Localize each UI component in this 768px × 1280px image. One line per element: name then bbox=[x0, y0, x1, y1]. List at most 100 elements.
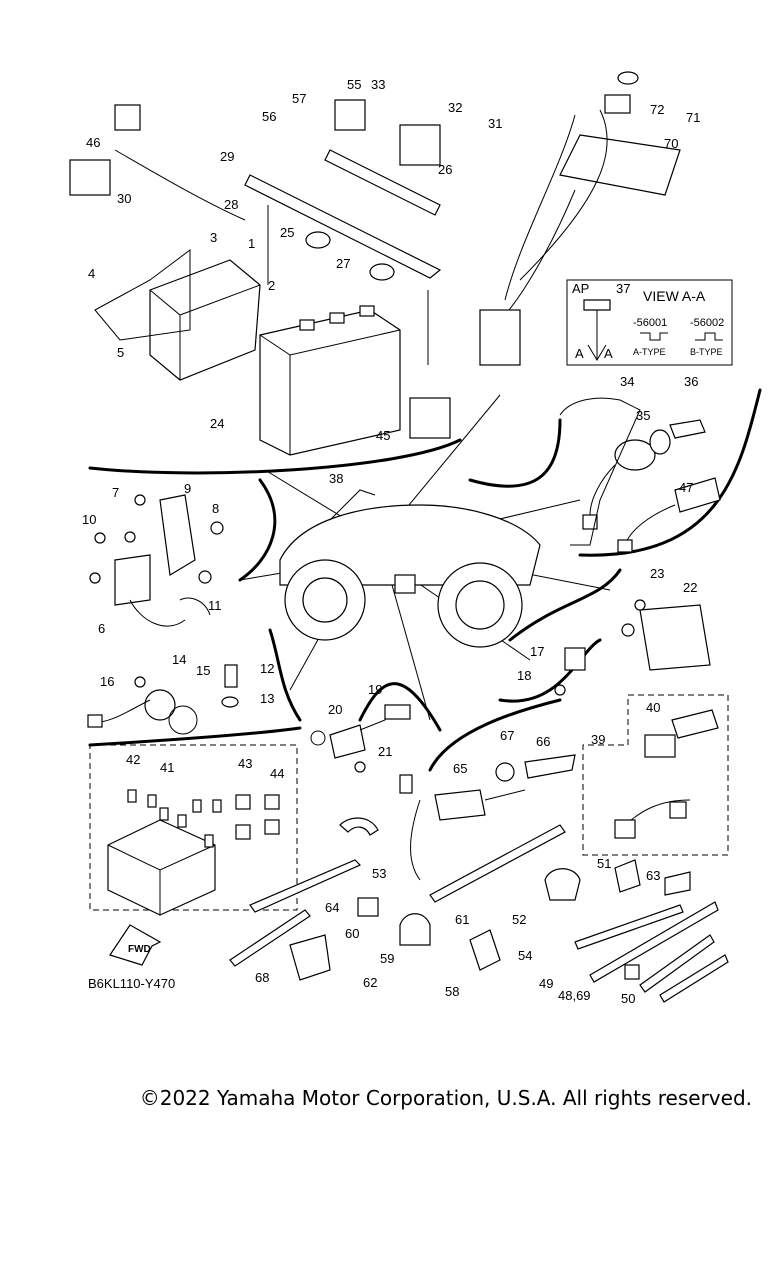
callout-70: 70 bbox=[664, 136, 678, 151]
callout-18: 18 bbox=[517, 668, 531, 683]
copyright-notice: ©2022 Yamaha Motor Corporation, U.S.A. A… bbox=[139, 1086, 752, 1110]
callout-59: 59 bbox=[380, 951, 394, 966]
divider-left-mid bbox=[268, 628, 302, 722]
callout-43: 43 bbox=[238, 756, 252, 771]
callout-44: 44 bbox=[270, 766, 284, 781]
callout-46: 46 bbox=[86, 135, 100, 150]
thermo-switch-group bbox=[221, 664, 239, 708]
view-aa-box bbox=[566, 279, 733, 366]
regulator-group bbox=[621, 599, 711, 671]
callout-65: 65 bbox=[453, 761, 467, 776]
callout-30: 30 bbox=[117, 191, 131, 206]
callout-58: 58 bbox=[445, 984, 459, 999]
callout-50: 50 bbox=[621, 991, 635, 1006]
type-b-code: -56002 bbox=[690, 317, 724, 329]
a-left-label: A bbox=[575, 346, 584, 361]
callout-11: 11 bbox=[208, 598, 222, 613]
meter-group bbox=[479, 71, 681, 366]
callout-63: 63 bbox=[646, 868, 660, 883]
callout-9: 9 bbox=[184, 481, 191, 496]
a-right-label: A bbox=[604, 346, 613, 361]
divider-bottom-left bbox=[88, 726, 302, 747]
callout-37: 37 bbox=[616, 281, 630, 296]
figure-code: B6KL110-Y470 bbox=[88, 976, 175, 991]
callout-49: 49 bbox=[539, 976, 553, 991]
ap-label: AP bbox=[572, 281, 589, 296]
callout-19: 19 bbox=[368, 682, 382, 697]
callout-66: 66 bbox=[536, 734, 550, 749]
callout-57: 57 bbox=[292, 91, 306, 106]
fwd-label: FWD bbox=[128, 944, 151, 955]
callout-23: 23 bbox=[650, 566, 664, 581]
callout-10: 10 bbox=[82, 512, 96, 527]
callout-56: 56 bbox=[262, 109, 276, 124]
callout-48-69: 48,69 bbox=[558, 988, 591, 1003]
cable-ties bbox=[229, 824, 729, 1003]
sensor-19-group bbox=[310, 704, 411, 773]
callout-55: 55 bbox=[347, 77, 361, 92]
callout-62: 62 bbox=[363, 975, 377, 990]
harness-30 bbox=[69, 104, 246, 221]
callout-71: 71 bbox=[686, 110, 700, 125]
rectifier-45 bbox=[409, 397, 451, 439]
callout-64: 64 bbox=[325, 900, 339, 915]
callout-2: 2 bbox=[268, 278, 275, 293]
ignition-coil-group bbox=[89, 494, 224, 627]
callout-32: 32 bbox=[448, 100, 462, 115]
callout-61: 61 bbox=[455, 912, 469, 927]
callout-68: 68 bbox=[255, 970, 269, 985]
callout-72: 72 bbox=[650, 102, 664, 117]
divider-left bbox=[238, 478, 277, 582]
type-b-label: B-TYPE bbox=[690, 347, 723, 357]
sensor-17-group bbox=[554, 647, 586, 696]
callout-21: 21 bbox=[378, 744, 392, 759]
callout-41: 41 bbox=[160, 760, 174, 775]
callout-24: 24 bbox=[210, 416, 224, 431]
callout-labels: 1234567891011121314151617181920212223242… bbox=[82, 77, 700, 1006]
parts-diagram: FWD AP VIEW A-A A A -56001 -56002 A-TYPE… bbox=[69, 71, 762, 1006]
callout-39: 39 bbox=[591, 732, 605, 747]
callout-47: 47 bbox=[679, 480, 693, 495]
callout-4: 4 bbox=[88, 266, 95, 281]
callout-27: 27 bbox=[336, 256, 350, 271]
callout-17: 17 bbox=[530, 644, 544, 659]
callout-36: 36 bbox=[684, 374, 698, 389]
callout-15: 15 bbox=[196, 663, 210, 678]
callout-42: 42 bbox=[126, 752, 140, 767]
view-label: VIEW A-A bbox=[643, 288, 706, 304]
divider-center-right bbox=[428, 698, 562, 772]
callout-60: 60 bbox=[345, 926, 359, 941]
callout-35: 35 bbox=[636, 408, 650, 423]
callout-67: 67 bbox=[500, 728, 514, 743]
relay-group bbox=[324, 99, 441, 216]
speed-sensor-group bbox=[87, 676, 198, 735]
callout-26: 26 bbox=[438, 162, 452, 177]
callout-22: 22 bbox=[683, 580, 697, 595]
horn-group bbox=[399, 754, 576, 881]
callout-40: 40 bbox=[646, 700, 660, 715]
callout-14: 14 bbox=[172, 652, 186, 667]
battery-group bbox=[259, 305, 401, 456]
callout-53: 53 bbox=[372, 866, 386, 881]
callout-1: 1 bbox=[248, 236, 255, 251]
leader-line bbox=[384, 559, 431, 721]
callout-8: 8 bbox=[212, 501, 219, 516]
callout-7: 7 bbox=[112, 485, 119, 500]
divider-top bbox=[88, 438, 462, 475]
callout-45: 45 bbox=[376, 428, 390, 443]
atv-vehicle bbox=[279, 489, 541, 648]
callout-52: 52 bbox=[512, 912, 526, 927]
callout-12: 12 bbox=[260, 661, 274, 676]
callout-28: 28 bbox=[224, 197, 238, 212]
callout-3: 3 bbox=[210, 230, 217, 245]
callout-29: 29 bbox=[220, 149, 234, 164]
callout-16: 16 bbox=[100, 674, 114, 689]
clamps bbox=[289, 817, 691, 981]
callout-51: 51 bbox=[597, 856, 611, 871]
fwd-arrow: FWD bbox=[109, 924, 162, 966]
divider-right bbox=[498, 638, 602, 703]
type-a-code: -56001 bbox=[633, 317, 667, 329]
callout-38: 38 bbox=[329, 471, 343, 486]
ecu-group bbox=[94, 249, 261, 381]
main-switch-group bbox=[559, 397, 721, 553]
